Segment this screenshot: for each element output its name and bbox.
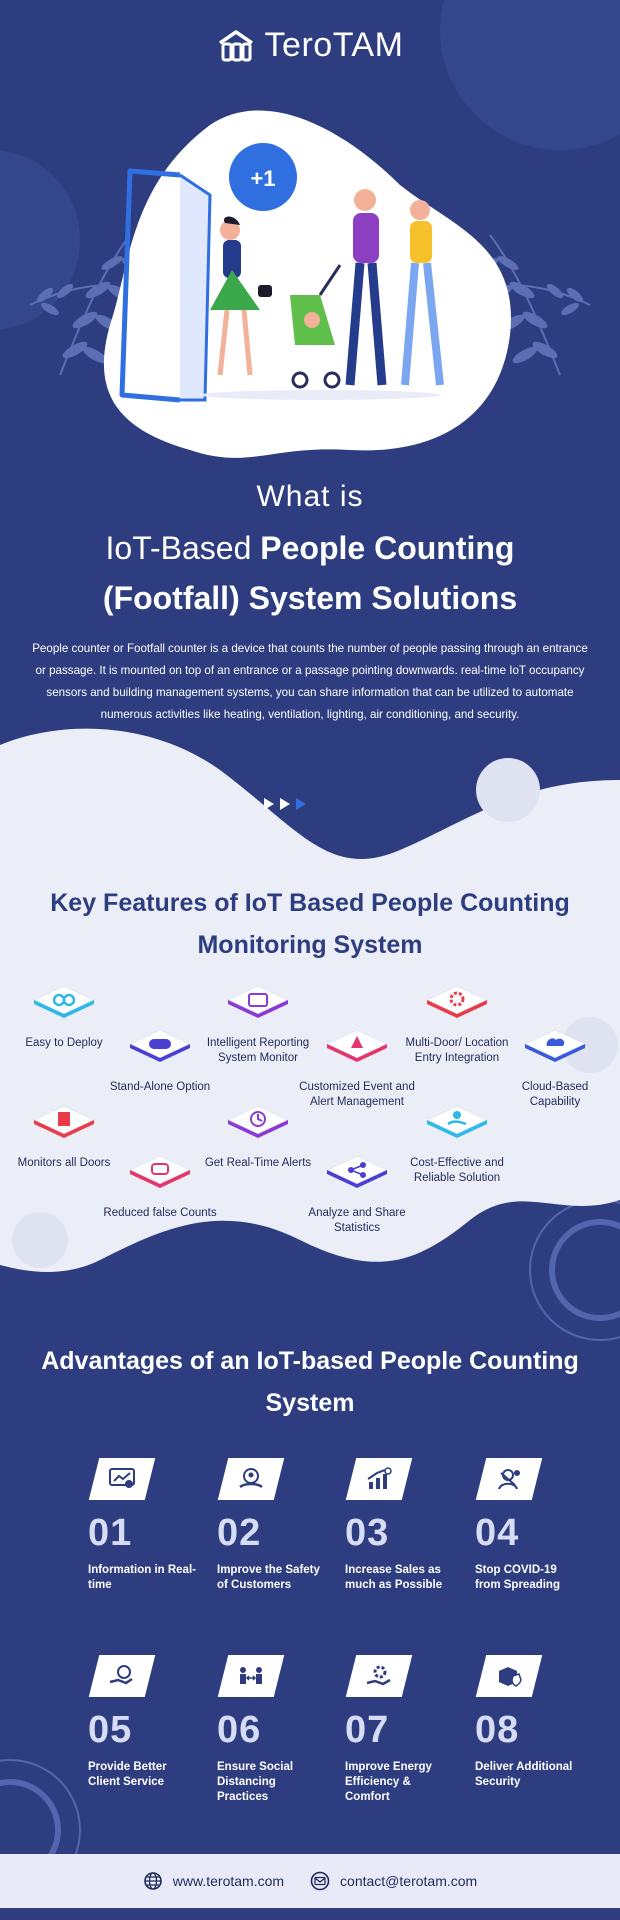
- feature-reporting: Intelligent Reporting System Monitor: [198, 980, 318, 1066]
- feature-label: Cloud-Based Capability: [521, 1081, 589, 1108]
- footer-email[interactable]: contact@terotam.com: [310, 1871, 477, 1891]
- service-hand-icon: [109, 1665, 133, 1685]
- feature-analyze-share: Analyze and Share Statistics: [297, 1150, 417, 1236]
- arrows-icon: [264, 798, 306, 810]
- hero-title-line1: What is: [256, 480, 364, 513]
- report-icon: [226, 985, 290, 1018]
- hero-title-bold: People Counting: [260, 530, 515, 566]
- advantage-label: Improve the Safety of Customers: [217, 1564, 320, 1591]
- feature-easy-deploy: Easy to Deploy: [4, 980, 124, 1051]
- website-link[interactable]: www.terotam.com: [172, 1873, 285, 1889]
- adv-icon-box: [475, 1655, 543, 1697]
- advantage-item: 05 Provide Better Client Service: [88, 1655, 198, 1790]
- feature-label: Intelligent Reporting System Monitor: [206, 1037, 310, 1064]
- link-icon: [32, 985, 96, 1018]
- adv-icon-box: [217, 1458, 285, 1500]
- hero-title-line2: IoT-Based People Counting: [0, 530, 620, 567]
- advantage-item: 02 Improve the Safety of Customers: [217, 1458, 327, 1593]
- feature-label: Cost-Effective and Reliable Solution: [410, 1157, 504, 1184]
- hero-title-line3: (Footfall) System Solutions: [102, 580, 518, 616]
- feature-label: Monitors all Doors: [17, 1157, 111, 1169]
- advantage-item: 01 Information in Real-time: [88, 1458, 198, 1593]
- adv-icon-box: [345, 1655, 413, 1697]
- advantage-label: Stop COVID-19 from Spreading: [475, 1564, 560, 1591]
- energy-gear-icon: [366, 1665, 391, 1686]
- hero-description: People counter or Footfall counter is a …: [32, 642, 588, 721]
- virus-person-icon: [498, 1469, 520, 1490]
- cloud-icon: [523, 1029, 587, 1062]
- feature-monitor-doors: Monitors all Doors: [4, 1100, 124, 1171]
- adv-icon-box: [217, 1655, 285, 1697]
- hero-illustration: [29, 110, 591, 458]
- visitor-count-badge: +1: [250, 166, 276, 191]
- user-shield-icon: [239, 1468, 263, 1489]
- advantage-label: Ensure Social Distancing Practices: [217, 1761, 294, 1803]
- feature-cloud: Cloud-Based Capability: [495, 1024, 615, 1110]
- email-icon: [310, 1871, 330, 1891]
- advantage-label: Increase Sales as much as Possible: [345, 1564, 443, 1591]
- feature-label: Easy to Deploy: [25, 1037, 103, 1049]
- email-link[interactable]: contact@terotam.com: [340, 1873, 478, 1889]
- advantage-item: 03 Increase Sales as much as Possible: [345, 1458, 455, 1593]
- advantage-item: 08 Deliver Additional Security: [475, 1655, 585, 1790]
- share-icon: [325, 1155, 389, 1188]
- feature-cost-effective: Cost-Effective and Reliable Solution: [397, 1100, 517, 1186]
- advantage-number: 05: [88, 1709, 133, 1751]
- footer-website[interactable]: www.terotam.com: [143, 1871, 284, 1891]
- advantage-number: 07: [345, 1709, 390, 1751]
- advantage-item: 06 Ensure Social Distancing Practices: [217, 1655, 327, 1805]
- advantage-item: 07 Improve Energy Efficiency & Comfort: [345, 1655, 455, 1805]
- feature-label: Customized Event and Alert Management: [299, 1081, 415, 1108]
- feature-label: Stand-Alone Option: [109, 1081, 211, 1093]
- advantage-number: 08: [475, 1709, 520, 1751]
- advantage-label: Improve Energy Efficiency & Comfort: [345, 1761, 432, 1803]
- advantage-item: 04 Stop COVID-19 from Spreading: [475, 1458, 585, 1593]
- footer-contact-bar: www.terotam.com contact@terotam.com: [0, 1854, 620, 1908]
- feature-reduced-false: Reduced false Counts: [100, 1150, 220, 1221]
- feature-label: Get Real-Time Alerts: [204, 1157, 312, 1169]
- chat-icon: [128, 1155, 192, 1188]
- clock-icon: [226, 1105, 290, 1138]
- feature-label: Multi-Door/ Location Entry Integration: [405, 1037, 509, 1064]
- hero-title-light: IoT-Based: [105, 530, 261, 566]
- door-icon: [32, 1105, 96, 1138]
- brand-name: TeroTAM: [264, 26, 404, 64]
- feature-stand-alone: Stand-Alone Option: [100, 1024, 220, 1095]
- secure-box-icon: [499, 1667, 522, 1687]
- dashboard-icon: [109, 1468, 135, 1488]
- adv-icon-box: [345, 1458, 413, 1500]
- feature-multi-door: Multi-Door/ Location Entry Integration: [397, 980, 517, 1066]
- advantage-label: Deliver Additional Security: [475, 1761, 573, 1788]
- distancing-icon: [240, 1667, 262, 1684]
- alert-icon: [325, 1029, 389, 1062]
- controller-icon: [128, 1029, 192, 1062]
- feature-label: Reduced false Counts: [103, 1207, 217, 1219]
- adv-icon-box: [88, 1458, 156, 1500]
- globe-icon: [143, 1872, 162, 1890]
- growth-chart-icon: [367, 1467, 392, 1489]
- advantage-number: 02: [217, 1512, 262, 1554]
- advantage-label: Provide Better Client Service: [88, 1761, 167, 1788]
- gear-icon: [425, 985, 489, 1018]
- adv-icon-box: [88, 1655, 156, 1697]
- feature-alerts-management: Customized Event and Alert Management: [297, 1024, 417, 1110]
- feature-realtime-alerts: Get Real-Time Alerts: [198, 1100, 318, 1171]
- house-logo-icon: [218, 29, 253, 61]
- features-title: Key Features of IoT Based People Countin…: [50, 889, 570, 959]
- advantage-number: 01: [88, 1512, 133, 1554]
- advantage-number: 04: [475, 1512, 520, 1554]
- advantage-number: 06: [217, 1709, 262, 1751]
- brand-logo[interactable]: TeroTAM: [0, 26, 620, 65]
- advantages-title: Advantages of an IoT-based People Counti…: [41, 1347, 579, 1417]
- advantage-label: Information in Real-time: [88, 1564, 196, 1591]
- feature-label: Analyze and Share Statistics: [308, 1207, 406, 1234]
- hand-coin-icon: [425, 1105, 489, 1138]
- advantage-number: 03: [345, 1512, 390, 1554]
- adv-icon-box: [475, 1458, 543, 1500]
